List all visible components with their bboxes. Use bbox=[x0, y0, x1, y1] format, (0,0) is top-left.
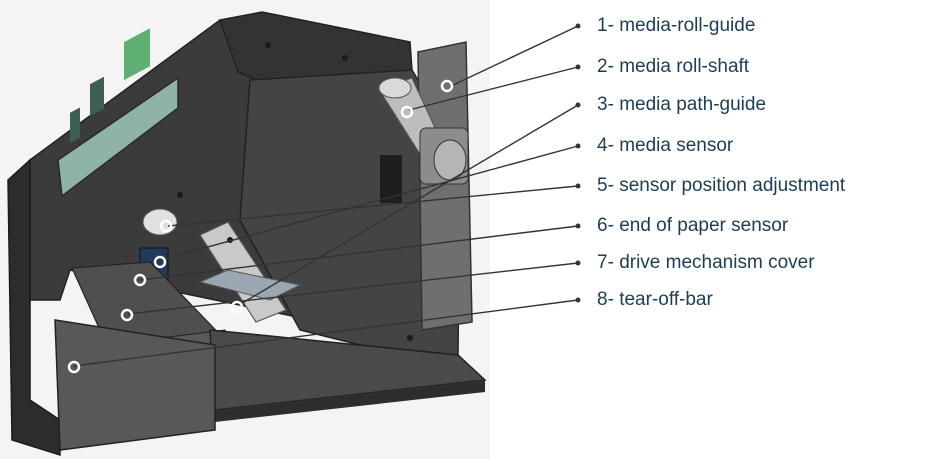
callout-number: 4- bbox=[597, 135, 614, 156]
callout-7: 7- drive mechanism cover bbox=[597, 252, 815, 274]
leader-line-3 bbox=[238, 104, 579, 306]
drive-roller bbox=[198, 269, 302, 301]
media-roll-guide-bar bbox=[417, 41, 473, 331]
leader-line-6 bbox=[139, 225, 579, 281]
callout-text: drive mechanism cover bbox=[619, 252, 815, 273]
callout-text: media path-guide bbox=[619, 94, 767, 115]
leader-line-5 bbox=[167, 185, 579, 227]
callout-number: 1- bbox=[597, 15, 614, 36]
display-segment bbox=[124, 28, 150, 81]
callout-2: 2- media roll-shaft bbox=[597, 56, 749, 78]
leader-line-2 bbox=[408, 66, 579, 111]
marker-8 bbox=[67, 360, 81, 374]
callout-text: media roll-shaft bbox=[619, 56, 750, 77]
marker-1 bbox=[440, 79, 454, 93]
callout-text: media-roll-guide bbox=[619, 15, 756, 36]
leader-line-1 bbox=[450, 25, 579, 87]
callout-6: 6- end of paper sensor bbox=[597, 215, 788, 237]
callout-text: end of paper sensor bbox=[619, 215, 789, 236]
media-sensor-bracket bbox=[380, 155, 402, 203]
display-segment bbox=[90, 76, 104, 117]
marker-4 bbox=[153, 255, 167, 269]
callout-4: 4- media sensor bbox=[597, 135, 733, 157]
callout-3: 3- media path-guide bbox=[597, 94, 766, 116]
marker-7 bbox=[120, 308, 134, 322]
marker-6 bbox=[133, 273, 147, 287]
callout-number: 5- bbox=[597, 175, 614, 196]
leader-lines bbox=[73, 25, 579, 367]
screw bbox=[407, 335, 413, 341]
callout-8: 8- tear-off-bar bbox=[597, 289, 713, 311]
leader-line-4 bbox=[159, 145, 579, 261]
callout-1: 1- media-roll-guide bbox=[597, 15, 755, 37]
callout-number: 8- bbox=[597, 289, 614, 310]
marker-3 bbox=[230, 300, 244, 314]
screw bbox=[265, 42, 271, 48]
marker-2 bbox=[400, 105, 414, 119]
callout-5: 5- sensor position adjustment bbox=[597, 175, 845, 197]
callout-markers bbox=[67, 79, 454, 374]
display-panel bbox=[57, 76, 179, 198]
callout-text: media sensor bbox=[619, 135, 734, 156]
marker-5 bbox=[159, 219, 173, 233]
display-segment bbox=[70, 107, 80, 143]
media-roll-shaft-end bbox=[378, 77, 412, 99]
callout-number: 6- bbox=[597, 215, 614, 236]
base-tray-edge bbox=[215, 380, 485, 422]
screw bbox=[342, 55, 348, 61]
screw bbox=[177, 192, 183, 198]
leader-line-7 bbox=[127, 262, 579, 315]
callout-text: tear-off-bar bbox=[619, 289, 713, 310]
leader-end-dots bbox=[575, 23, 581, 303]
callout-number: 7- bbox=[597, 252, 614, 273]
callout-number: 3- bbox=[597, 94, 614, 115]
callout-text: sensor position adjustment bbox=[619, 175, 846, 196]
leader-line-8 bbox=[73, 299, 579, 367]
sensor-adjust-knob bbox=[142, 208, 178, 236]
callout-number: 2- bbox=[597, 56, 614, 77]
